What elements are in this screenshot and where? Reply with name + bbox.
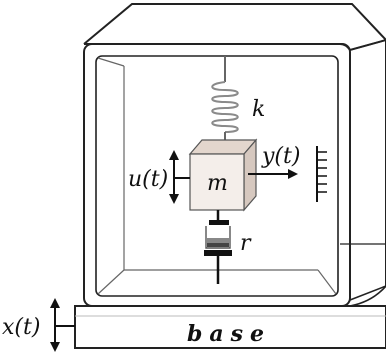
output-label: y(t) [261,144,300,169]
mass-label: m [207,171,228,196]
stiffness-label: k [252,97,265,122]
base-motion-arrow [50,298,75,352]
input-label: u(t) [128,167,168,192]
mass-block-icon [188,138,258,212]
base-motion-label: x(t) [2,315,40,340]
input-arrow [169,150,190,204]
scale-icon [316,146,327,202]
damping-label: r [240,231,252,256]
base-label: base [187,321,271,347]
output-arrow [248,169,298,179]
damper-icon [204,210,232,284]
